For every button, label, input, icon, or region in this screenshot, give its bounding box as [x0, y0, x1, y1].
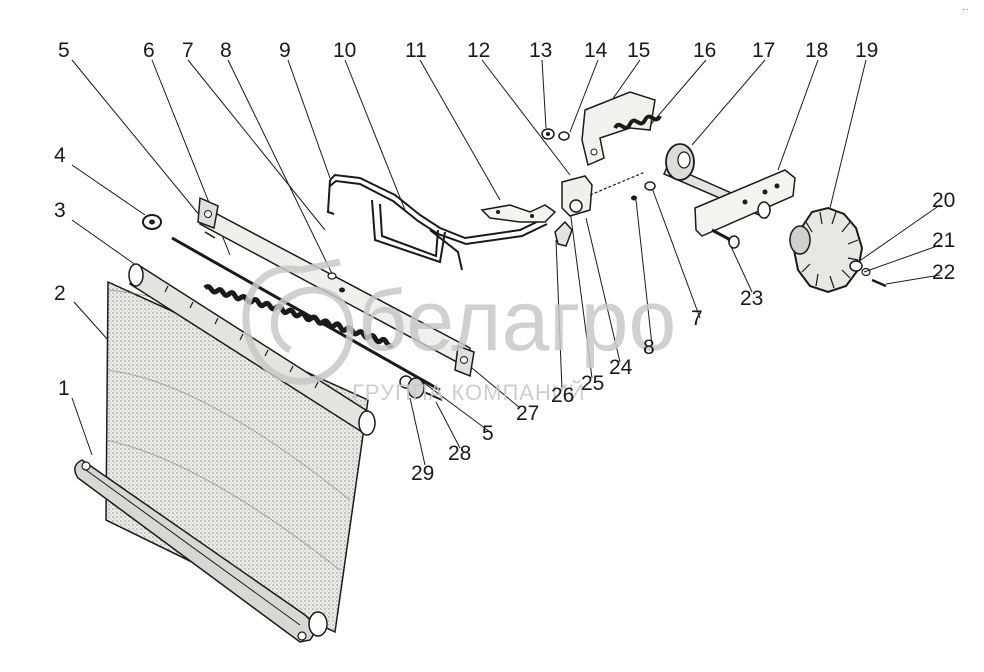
shaft-assembly — [663, 143, 796, 249]
callout-2: 2 — [54, 282, 66, 305]
callout-8-right: 8 — [643, 336, 655, 359]
callout-4: 4 — [54, 144, 66, 167]
callout-13: 13 — [529, 39, 553, 62]
callout-15: 15 — [627, 39, 651, 62]
callout-21: 21 — [932, 229, 956, 252]
fasteners — [327, 181, 656, 293]
callout-5-bottom: 5 — [482, 422, 494, 445]
callout-22: 22 — [932, 261, 956, 284]
callout-7-right: 7 — [691, 307, 703, 330]
callout-19: 19 — [855, 39, 879, 62]
callout-1: 1 — [58, 377, 70, 400]
callout-5-top: 5 — [58, 39, 70, 62]
spring-assembly — [171, 236, 443, 401]
callout-3: 3 — [54, 199, 66, 222]
lever-frame — [326, 173, 548, 271]
callout-17: 17 — [752, 39, 776, 62]
callout-11: 11 — [405, 39, 427, 62]
callout-20: 20 — [932, 189, 956, 212]
callout-23: 23 — [740, 287, 764, 310]
callout-8-left: 8 — [220, 39, 232, 62]
bracket-plate — [197, 196, 475, 378]
callout-18: 18 — [805, 39, 829, 62]
watermark-logo — [242, 258, 354, 385]
clamp — [554, 171, 646, 247]
callout-25: 25 — [581, 372, 605, 395]
callout-9: 9 — [279, 39, 291, 62]
callout-10: 10 — [333, 39, 357, 62]
callout-24: 24 — [609, 356, 633, 379]
leader-lines — [71, 59, 941, 466]
bottom-bar — [74, 459, 328, 643]
watermark-brand: белагро — [358, 273, 677, 369]
callout-29: 29 — [411, 462, 435, 485]
callout-28: 28 — [448, 442, 472, 465]
callout-26: 26 — [551, 384, 575, 407]
callout-7-left: 7 — [182, 39, 194, 62]
callout-12: 12 — [467, 39, 491, 62]
callout-6: 6 — [143, 39, 155, 62]
callout-14: 14 — [584, 39, 608, 62]
small-bracket — [480, 204, 557, 223]
callout-16: 16 — [693, 39, 717, 62]
adjusting-knob — [789, 206, 887, 294]
upper-bracket — [541, 91, 662, 167]
watermark-subtitle: ГРУППА КОМПАНИЙ — [352, 380, 586, 405]
callout-27: 27 — [516, 402, 540, 425]
washer — [142, 214, 216, 239]
corner-mark: ·· — [962, 4, 969, 15]
